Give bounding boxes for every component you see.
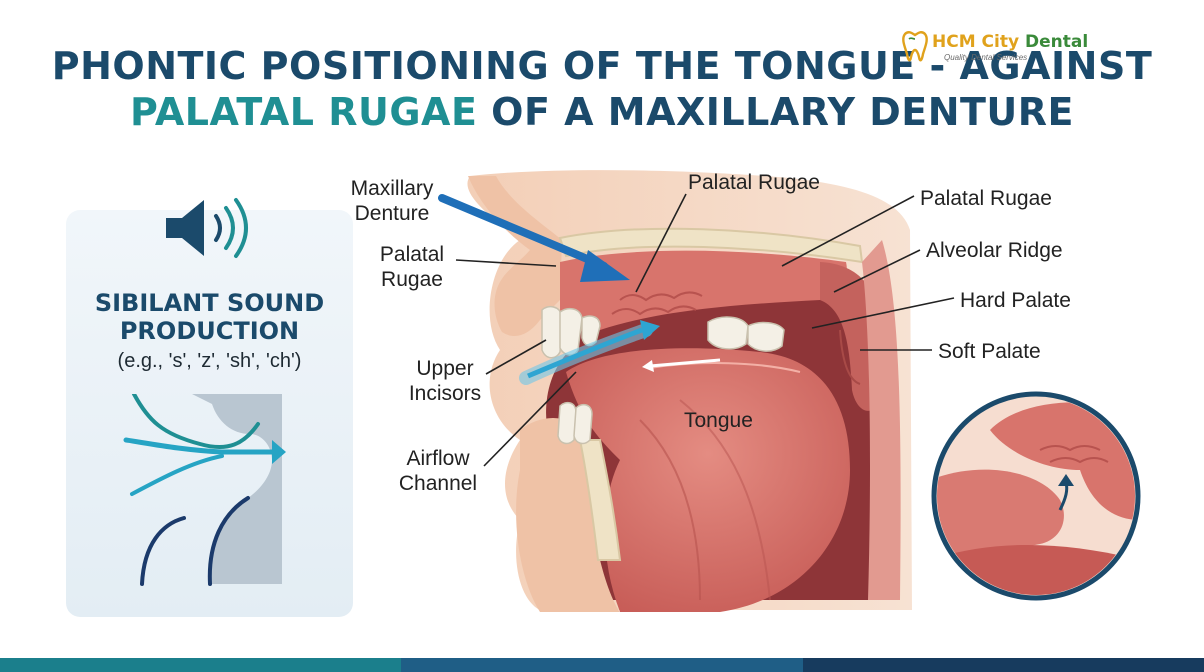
label-upper-incisors: Upper Incisors <box>408 357 482 405</box>
sibilant-panel: SIBILANT SOUND PRODUCTION (e.g., 's', 'z… <box>66 198 353 617</box>
panel-title-line-2: PRODUCTION <box>119 317 300 345</box>
panel-subtitle: (e.g., 's', 'z', 'sh', 'ch') <box>117 350 302 372</box>
airflow-icon <box>123 394 286 586</box>
label-palatal-rugae-left: Palatal Rugae <box>379 243 445 291</box>
label-hard-palate: Hard Palate <box>960 289 1071 312</box>
label-palatal-rugae-right: Palatal Rugae <box>920 187 1052 210</box>
logo-tagline: Quality Dental Services <box>944 53 1028 62</box>
clinic-logo: HCM City Dental Quality Dental Services <box>900 30 1090 70</box>
label-palatal-rugae-top: Palatal Rugae <box>688 171 820 194</box>
title-line-2: PALATAL RUGAE OF A MAXILLARY DENTURE <box>0 90 1204 134</box>
label-airflow-channel: Airflow Channel <box>398 447 478 495</box>
title-highlight: PALATAL RUGAE <box>129 90 478 134</box>
logo-name-part2: Dental <box>1019 32 1089 52</box>
label-soft-palate: Soft Palate <box>938 340 1041 363</box>
panel-title-line-1: SIBILANT SOUND <box>94 289 325 317</box>
label-maxillary-denture: Maxillary Denture <box>350 177 434 225</box>
label-alveolar-ridge: Alveolar Ridge <box>926 239 1063 262</box>
label-tongue: Tongue <box>684 409 753 432</box>
footer-bar <box>0 658 1204 672</box>
title-line-1: PHONTIC POSITIONING OF THE TONGUE - AGAI… <box>51 44 1153 88</box>
speaker-icon <box>166 198 248 258</box>
logo-name-part1: HCM City <box>932 32 1020 52</box>
tooth-logo-icon <box>902 31 928 62</box>
title-rest: OF A MAXILLARY DENTURE <box>477 90 1075 134</box>
